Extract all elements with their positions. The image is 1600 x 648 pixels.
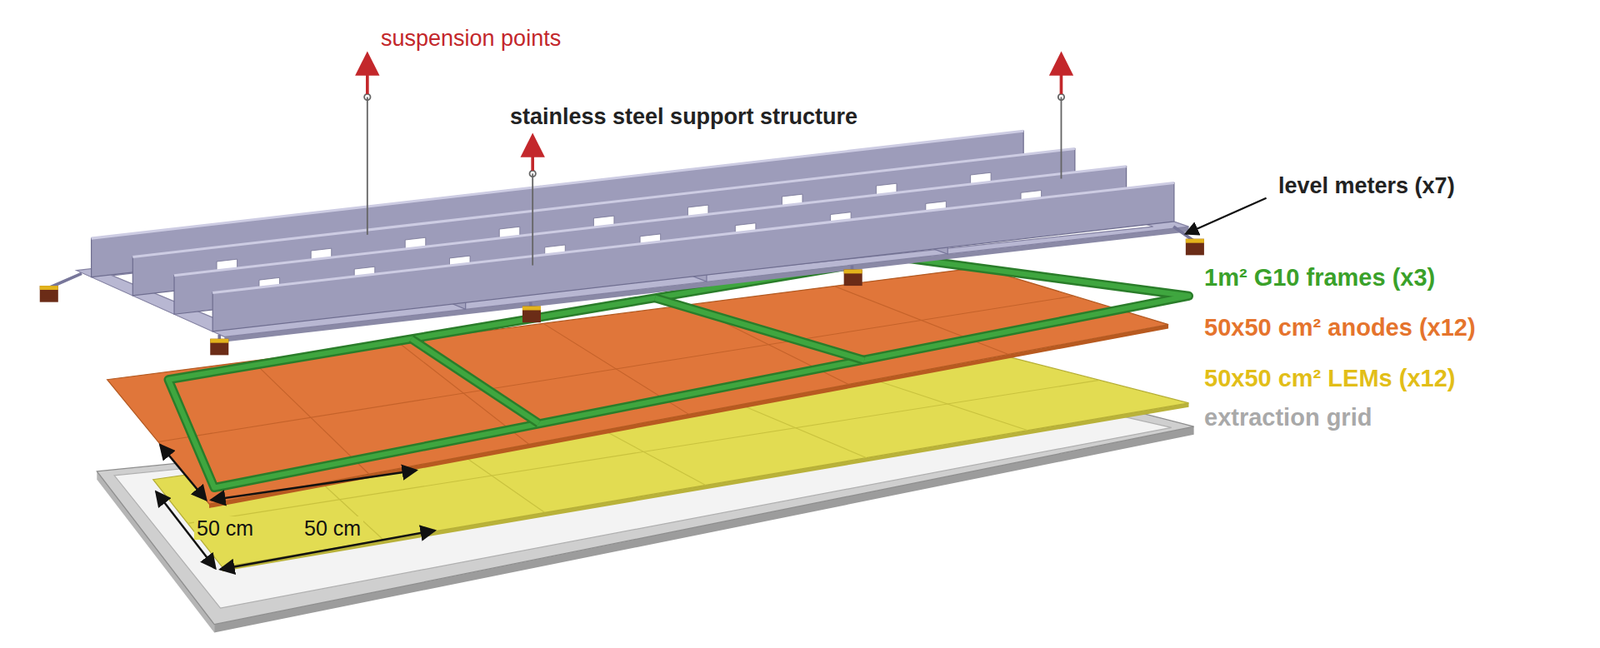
level-meter	[49, 273, 82, 288]
suspension-arrow	[1060, 97, 1063, 180]
part-label: stainless steel support structure	[510, 104, 858, 130]
support-structure	[91, 130, 1025, 239]
support-structure	[212, 182, 1175, 332]
level-meter	[844, 269, 863, 274]
level-meter	[522, 306, 541, 324]
suspension-arrow	[1058, 94, 1065, 100]
leader-line	[1185, 198, 1267, 235]
suspension-arrow	[530, 145, 535, 171]
level-meter	[522, 306, 541, 311]
part-label: 50x50 cm² LEMs (x12)	[1204, 365, 1455, 393]
dimension-arrow	[160, 445, 206, 500]
part-label: extraction grid	[1204, 404, 1372, 432]
callout-label: suspension points	[380, 25, 561, 52]
suspension-arrow	[531, 173, 534, 265]
g10-frames	[655, 298, 865, 361]
part-label: level meters (x7)	[1278, 173, 1455, 200]
suspension-arrow	[366, 97, 369, 235]
suspension-arrow	[364, 94, 370, 100]
part-label: 50x50 cm² anodes (x12)	[1204, 314, 1476, 342]
level-meter	[40, 285, 59, 303]
suspension-arrow	[365, 63, 370, 95]
level-meter	[1185, 239, 1205, 256]
level-meter	[1173, 226, 1194, 241]
level-meter	[844, 269, 863, 286]
dimension-label: 50 cm	[194, 516, 256, 541]
g10-frames	[410, 339, 539, 425]
level-meter	[40, 226, 1205, 355]
support-structure	[132, 149, 1075, 258]
g10-frames	[655, 298, 865, 361]
support-structure	[212, 182, 1175, 293]
dimension-arrow	[155, 445, 435, 570]
support-structure	[76, 130, 1190, 342]
dimension-arrow	[210, 470, 416, 501]
level-meter	[49, 226, 1195, 341]
level-meter	[1185, 239, 1205, 244]
support-structure	[91, 130, 1175, 293]
level-meter	[210, 339, 229, 356]
suspension-arrow	[1060, 63, 1064, 95]
level-meter	[40, 285, 59, 290]
suspension-arrow	[364, 63, 1065, 265]
support-structure	[174, 166, 1127, 276]
part-label: 1m² G10 frames (x3)	[1204, 264, 1435, 292]
suspension-arrow	[530, 170, 536, 177]
level-meter	[210, 339, 229, 344]
g10-frames	[410, 339, 539, 425]
dimension-label: 50 cm	[301, 516, 364, 541]
level-meter	[40, 239, 1205, 356]
